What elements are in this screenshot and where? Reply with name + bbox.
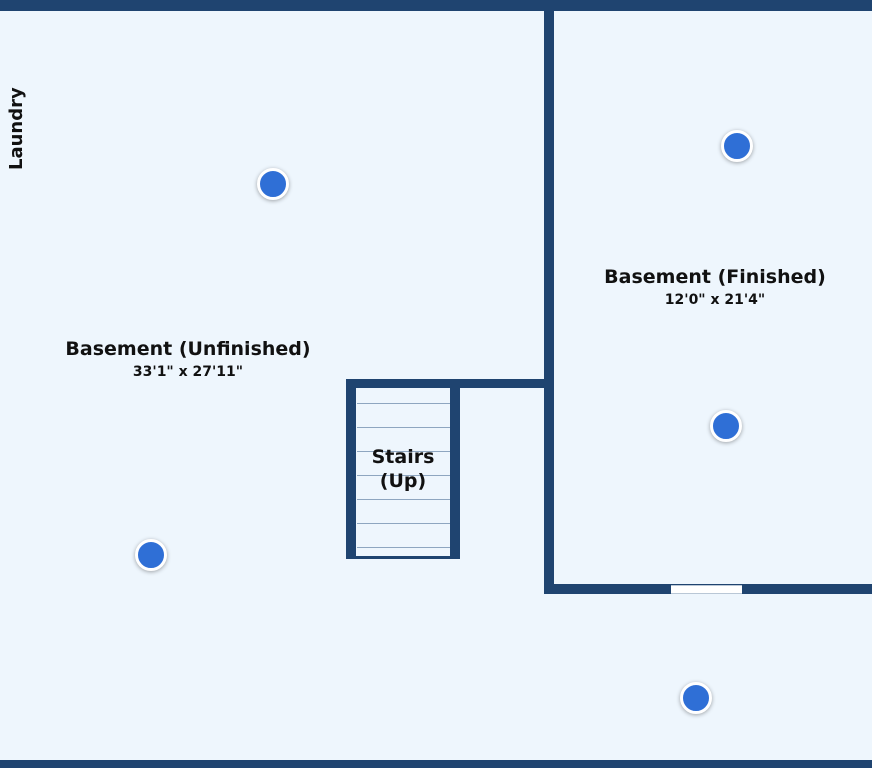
laundry-label: Laundry <box>6 87 27 170</box>
room-dimensions: 12'0" x 21'4" <box>664 292 766 308</box>
bottom-wall <box>0 760 872 768</box>
stairs-name: Stairs <box>371 446 435 468</box>
stair-tread <box>357 523 450 524</box>
photo-marker[interactable] <box>710 410 742 442</box>
stair-bottom-edge <box>346 556 460 559</box>
basement-unfinished-label: Basement (Unfinished) 33'1" x 27'11" <box>48 338 328 380</box>
stair-tread <box>357 547 450 548</box>
stair-tread <box>357 427 450 428</box>
photo-marker[interactable] <box>135 539 167 571</box>
photo-marker[interactable] <box>257 168 289 200</box>
stair-left-wall <box>346 379 356 559</box>
stairs-label: Stairs (Up) <box>356 446 450 492</box>
room-dimensions: 33'1" x 27'11" <box>132 364 244 380</box>
stair-tread <box>357 475 450 476</box>
stair-right-wall <box>450 379 460 559</box>
stair-tread <box>357 403 450 404</box>
room-name: Basement (Unfinished) <box>65 338 311 360</box>
stair-tread <box>357 451 450 452</box>
stair-top-wall <box>346 379 548 388</box>
top-wall <box>0 0 872 11</box>
photo-marker[interactable] <box>721 130 753 162</box>
stairs-direction: (Up) <box>379 470 427 492</box>
photo-marker[interactable] <box>680 682 712 714</box>
stair-tread <box>357 499 450 500</box>
finished-room-left-wall <box>544 11 554 594</box>
basement-finished-label: Basement (Finished) 12'0" x 21'4" <box>590 266 840 308</box>
finished-room-doorway[interactable] <box>671 585 742 594</box>
room-name: Basement (Finished) <box>604 266 826 288</box>
